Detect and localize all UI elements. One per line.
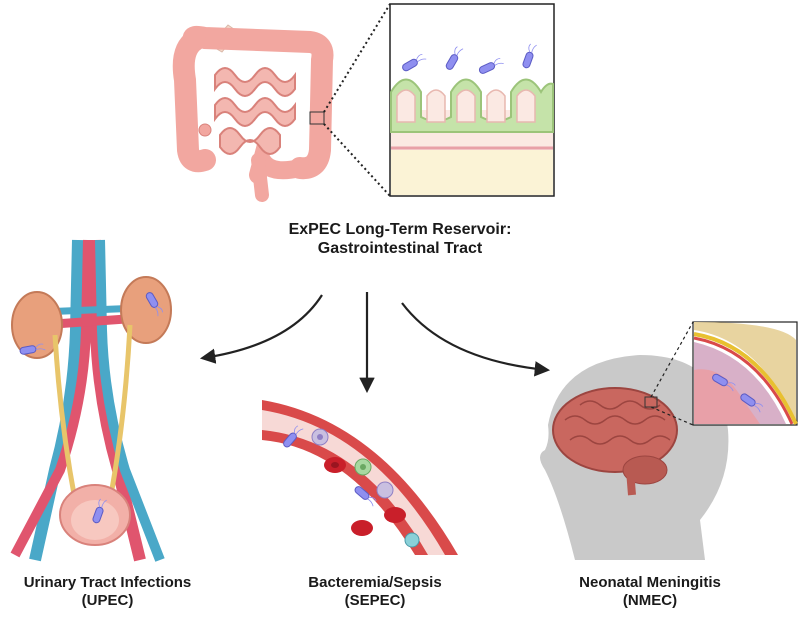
- nmec-label-line1: Neonatal Meningitis: [579, 574, 721, 591]
- nmec-label-line2: (NMEC): [622, 592, 678, 609]
- sepsis-label: Bacteremia/Sepsis (SEPEC): [270, 574, 480, 610]
- arrows: [199, 292, 551, 394]
- reservoir-title-line1: ExPEC Long-Term Reservoir:: [288, 221, 512, 238]
- reservoir-title: ExPEC Long-Term Reservoir: Gastrointesti…: [200, 220, 600, 258]
- urinary-system-icon: [10, 239, 172, 562]
- uti-label: Urinary Tract Infections (UPEC): [0, 574, 215, 610]
- arrow-to-nmec: [401, 302, 551, 377]
- meninges-inset-icon: [692, 321, 798, 426]
- nmec-label: Neonatal Meningitis (NMEC): [550, 574, 750, 610]
- sepsis-label-line1: Bacteremia/Sepsis: [308, 574, 442, 591]
- brain-head-icon: [540, 355, 729, 560]
- villi-inset-icon: [389, 3, 555, 197]
- blood-vessel-icon: [262, 400, 458, 555]
- sepsis-label-line2: (SEPEC): [344, 592, 406, 609]
- reservoir-title-line2: Gastrointestinal Tract: [317, 240, 483, 258]
- uti-label-line1: Urinary Tract Infections: [23, 574, 192, 591]
- uti-label-line2: (UPEC): [81, 592, 134, 609]
- arrow-to-uti: [199, 294, 323, 364]
- intestine-icon: [172, 24, 334, 202]
